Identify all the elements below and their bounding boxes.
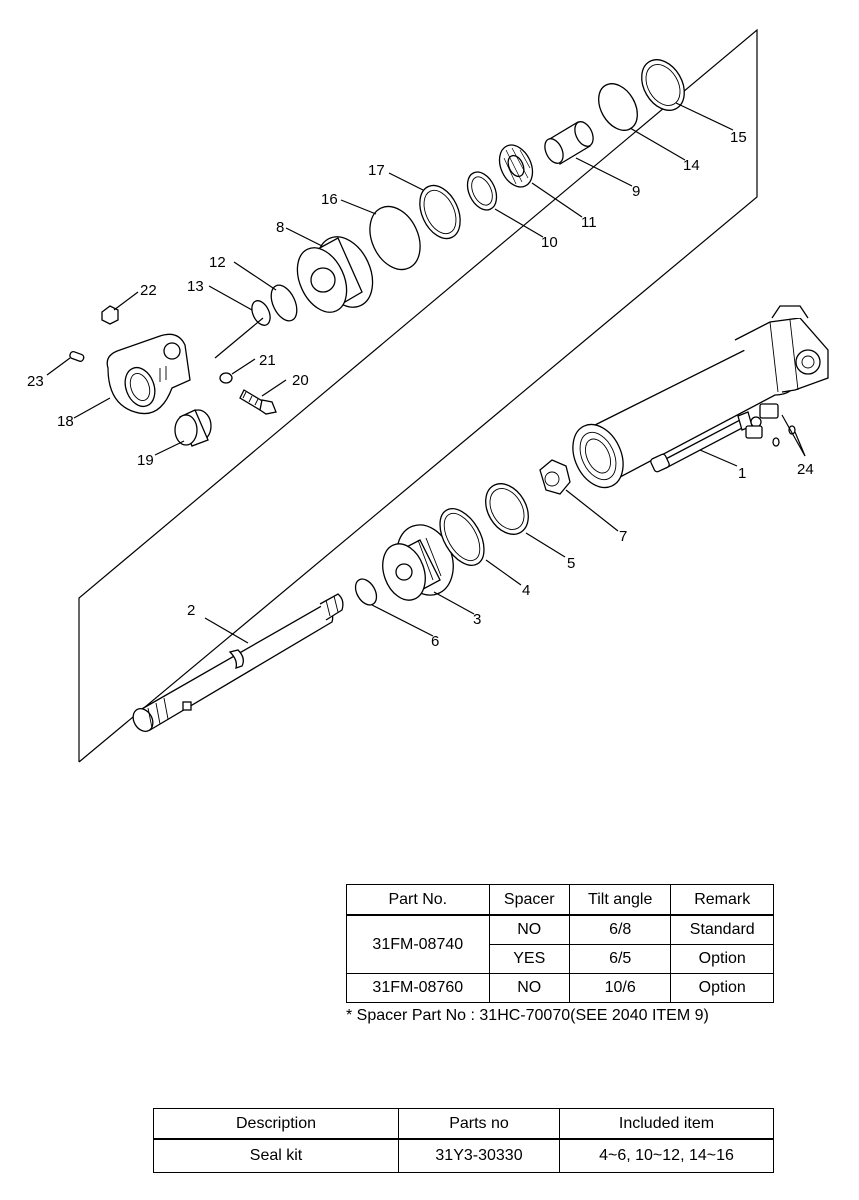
table-row: 31FM-08740 NO 6/8 Standard [346,914,774,974]
cell-remark: Option [670,973,774,1003]
seal-kit-table: Description Parts no Included item Seal … [153,1108,774,1173]
piston-rod [132,593,344,732]
cell-spacer: NO [488,914,570,945]
callout-23: 23 [27,373,44,390]
callout-6: 6 [431,633,439,650]
assembly-frame [78,28,758,763]
callout-8: 8 [276,219,284,236]
callout-18: 18 [57,413,74,430]
seal-12 [270,284,298,322]
cell-remark: Option [670,944,774,974]
callout-1: 1 [738,465,746,482]
callout-12: 12 [209,254,226,271]
callout-14: 14 [683,157,700,174]
bushing-19 [174,409,212,447]
callout-16: 16 [321,191,338,208]
callout-15: 15 [730,129,747,146]
seal-14 [598,83,638,131]
gland [296,236,374,313]
table-row: 31FM-08760 NO 10/6 Option [346,973,774,1003]
cell-description: Seal kit [153,1138,399,1173]
wiper-11 [498,144,534,188]
spacer-note: * Spacer Part No : 31HC-70070(SEE 2040 I… [346,1007,709,1024]
pin-23 [69,350,85,362]
callout-19: 19 [137,452,154,469]
callout-24: 24 [797,461,814,478]
piston [382,524,454,601]
cell-part-no: 31FM-08760 [346,973,490,1003]
table-row: YES 6/5 Option [347,944,774,974]
tilt-angle-table: Part No. Spacer Tilt angle Remark 31FM-0… [346,884,774,1003]
callout-3: 3 [473,611,481,628]
cell-included-item: 4~6, 10~12, 14~16 [559,1138,774,1173]
cell-remark: Standard [670,914,774,945]
snap-ring-15 [641,59,685,111]
seal-6 [354,578,378,606]
cell-tilt-angle: 6/5 [568,944,672,974]
callout-10: 10 [541,234,558,251]
header-parts-no: Parts no [398,1108,560,1140]
header-part-no: Part No. [346,884,490,916]
nut-7 [539,459,571,495]
cell-parts-no: 31Y3-30330 [398,1138,560,1173]
table-row: Seal kit 31Y3-30330 4~6, 10~12, 14~16 [153,1138,774,1173]
callout-20: 20 [292,372,309,389]
header-tilt-angle: Tilt angle [568,884,672,916]
callout-13: 13 [187,278,204,295]
callout-22: 22 [140,282,157,299]
ring-16 [369,205,421,271]
seal-4 [439,508,485,566]
callout-5: 5 [567,555,575,572]
ring-17 [419,184,461,240]
seal-5 [485,483,529,535]
callout-11: 11 [581,214,597,231]
callout-labels: 1 2 3 4 5 6 7 8 9 10 11 12 13 14 15 16 1… [27,129,814,650]
table-header-row: Part No. Spacer Tilt angle Remark [346,884,774,916]
cell-spacer: YES [488,944,570,974]
header-remark: Remark [670,884,774,916]
snap-ring-13 [251,300,271,326]
cell-part-no: 31FM-08740 [346,914,490,974]
callout-9: 9 [632,183,640,200]
cell-tilt-angle: 10/6 [568,973,672,1003]
header-description: Description [153,1108,399,1140]
callout-21: 21 [259,352,276,369]
callout-7: 7 [619,528,627,545]
cell-tilt-angle: 6/8 [568,914,672,945]
washer-21 [219,372,233,384]
seal-10 [466,171,498,211]
header-spacer: Spacer [488,884,570,916]
nut-22 [101,305,119,325]
cell-spacer: NO [488,973,570,1003]
bolt-20 [239,389,277,415]
header-included-item: Included item [559,1108,774,1140]
table-header-row: Description Parts no Included item [153,1108,774,1140]
callout-17: 17 [368,162,385,179]
tilt-lever [106,333,191,415]
cylinder-tube [572,305,829,489]
leader-lines [46,102,806,644]
callout-2: 2 [187,602,195,619]
callout-4: 4 [522,582,530,599]
spacer-9 [544,121,594,165]
